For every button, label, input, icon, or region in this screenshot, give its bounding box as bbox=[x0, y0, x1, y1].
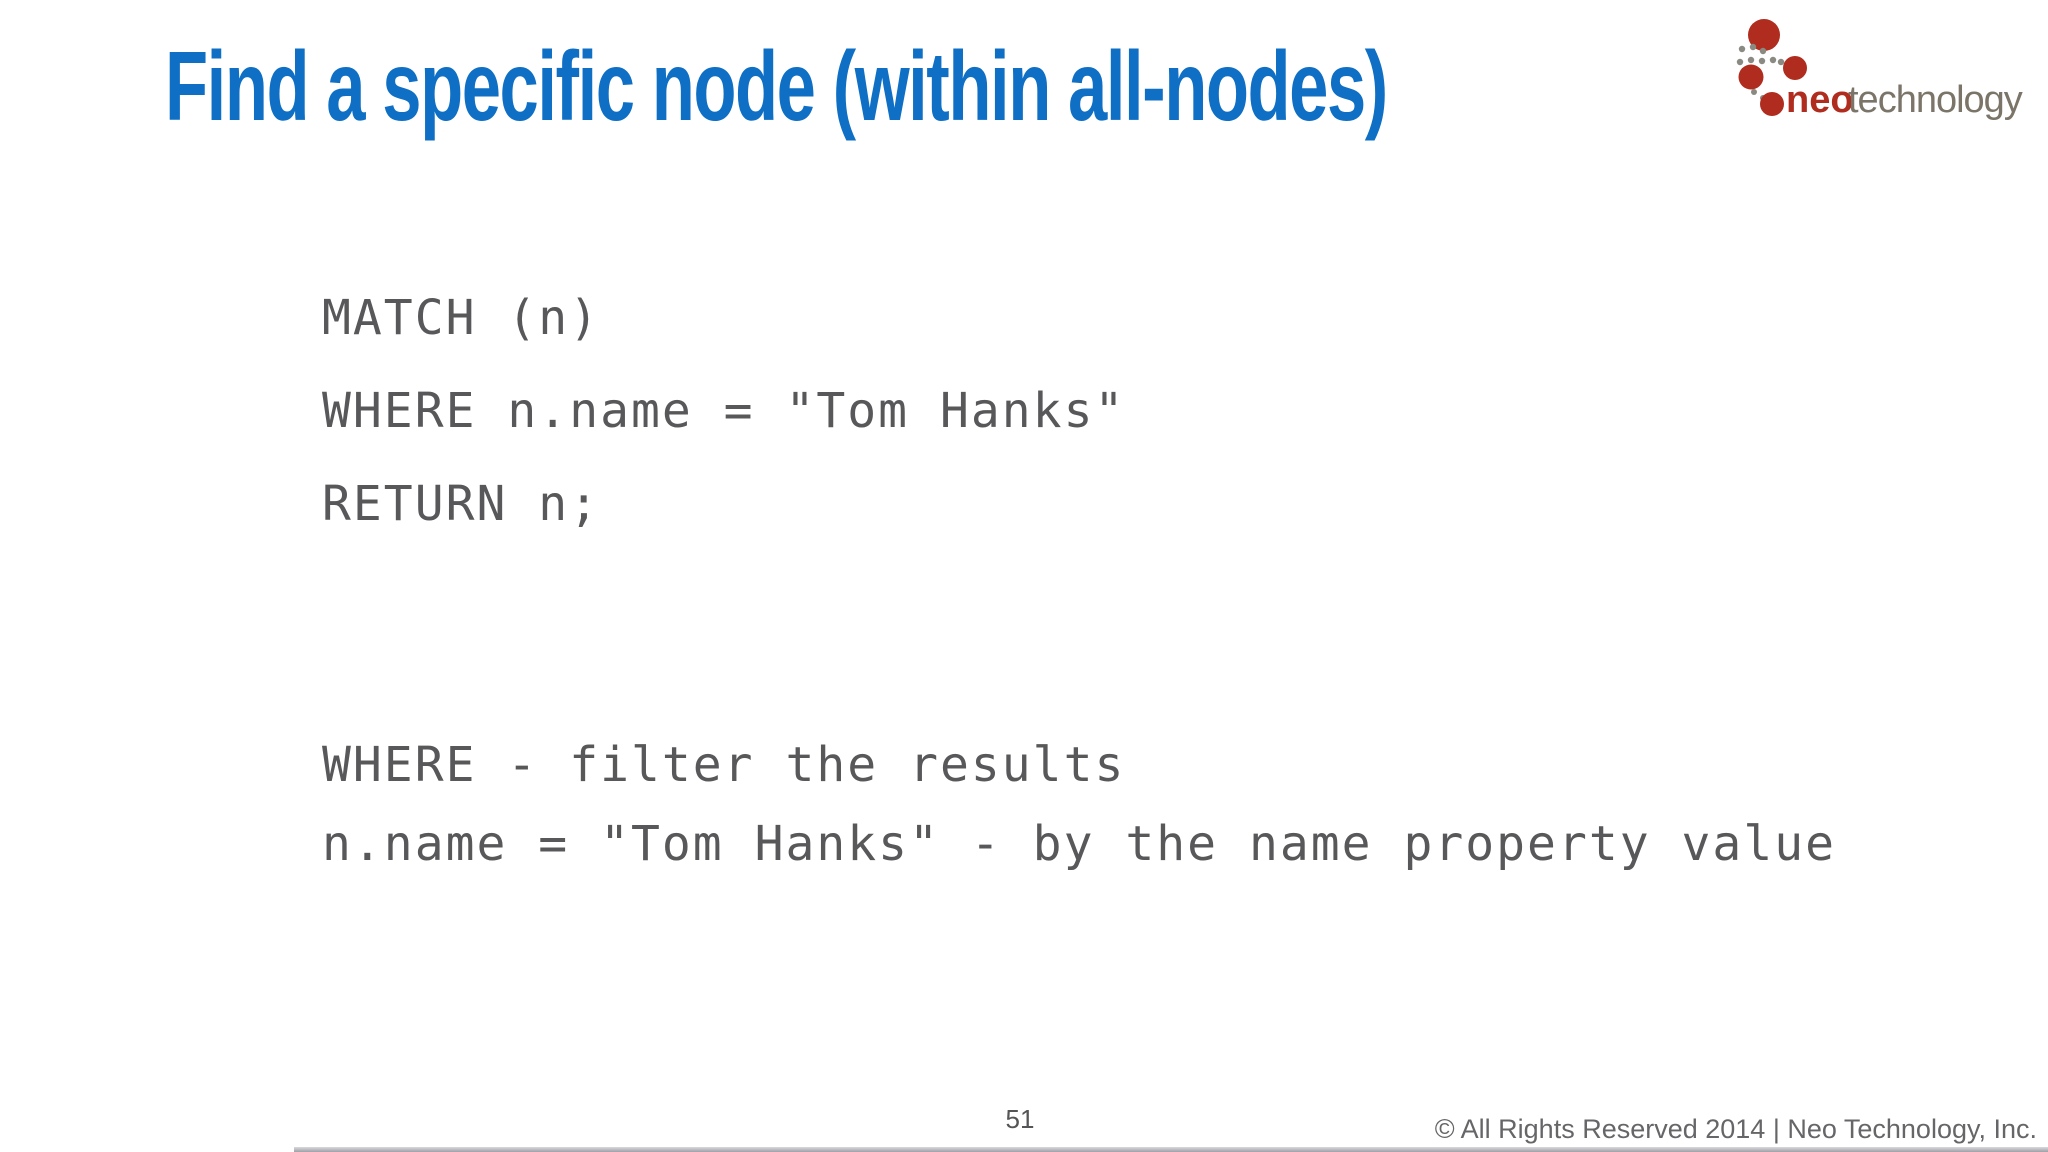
neo-graph-nodes-icon bbox=[1736, 19, 1807, 116]
neo-technology-logo: neo technology bbox=[1736, 16, 2026, 124]
slide-title: Find a specific node (within all-nodes) bbox=[165, 31, 1388, 141]
code-line-match: MATCH (n) bbox=[322, 290, 601, 346]
code-line-where: WHERE n.name = "Tom Hanks" bbox=[322, 383, 1126, 439]
explanation-line-name-property: n.name = "Tom Hanks" - by the name prope… bbox=[322, 816, 1837, 872]
slide-bottom-edge-bar bbox=[294, 1147, 2048, 1152]
copyright-footer: © All Rights Reserved 2014 | Neo Technol… bbox=[1434, 1114, 2037, 1144]
slide-page-number: 51 bbox=[1005, 1104, 1035, 1134]
explanation-line-where: WHERE - filter the results bbox=[322, 737, 1126, 793]
cypher-code-block: MATCH (n) WHERE n.name = "Tom Hanks" RET… bbox=[322, 272, 1125, 551]
logo-wordmark-neo: neo bbox=[1786, 79, 1854, 121]
logo-wordmark-technology: technology bbox=[1848, 79, 2023, 121]
explanation-block: WHERE - filter the results n.name = "Tom… bbox=[322, 726, 1836, 884]
code-line-return: RETURN n; bbox=[322, 476, 601, 532]
